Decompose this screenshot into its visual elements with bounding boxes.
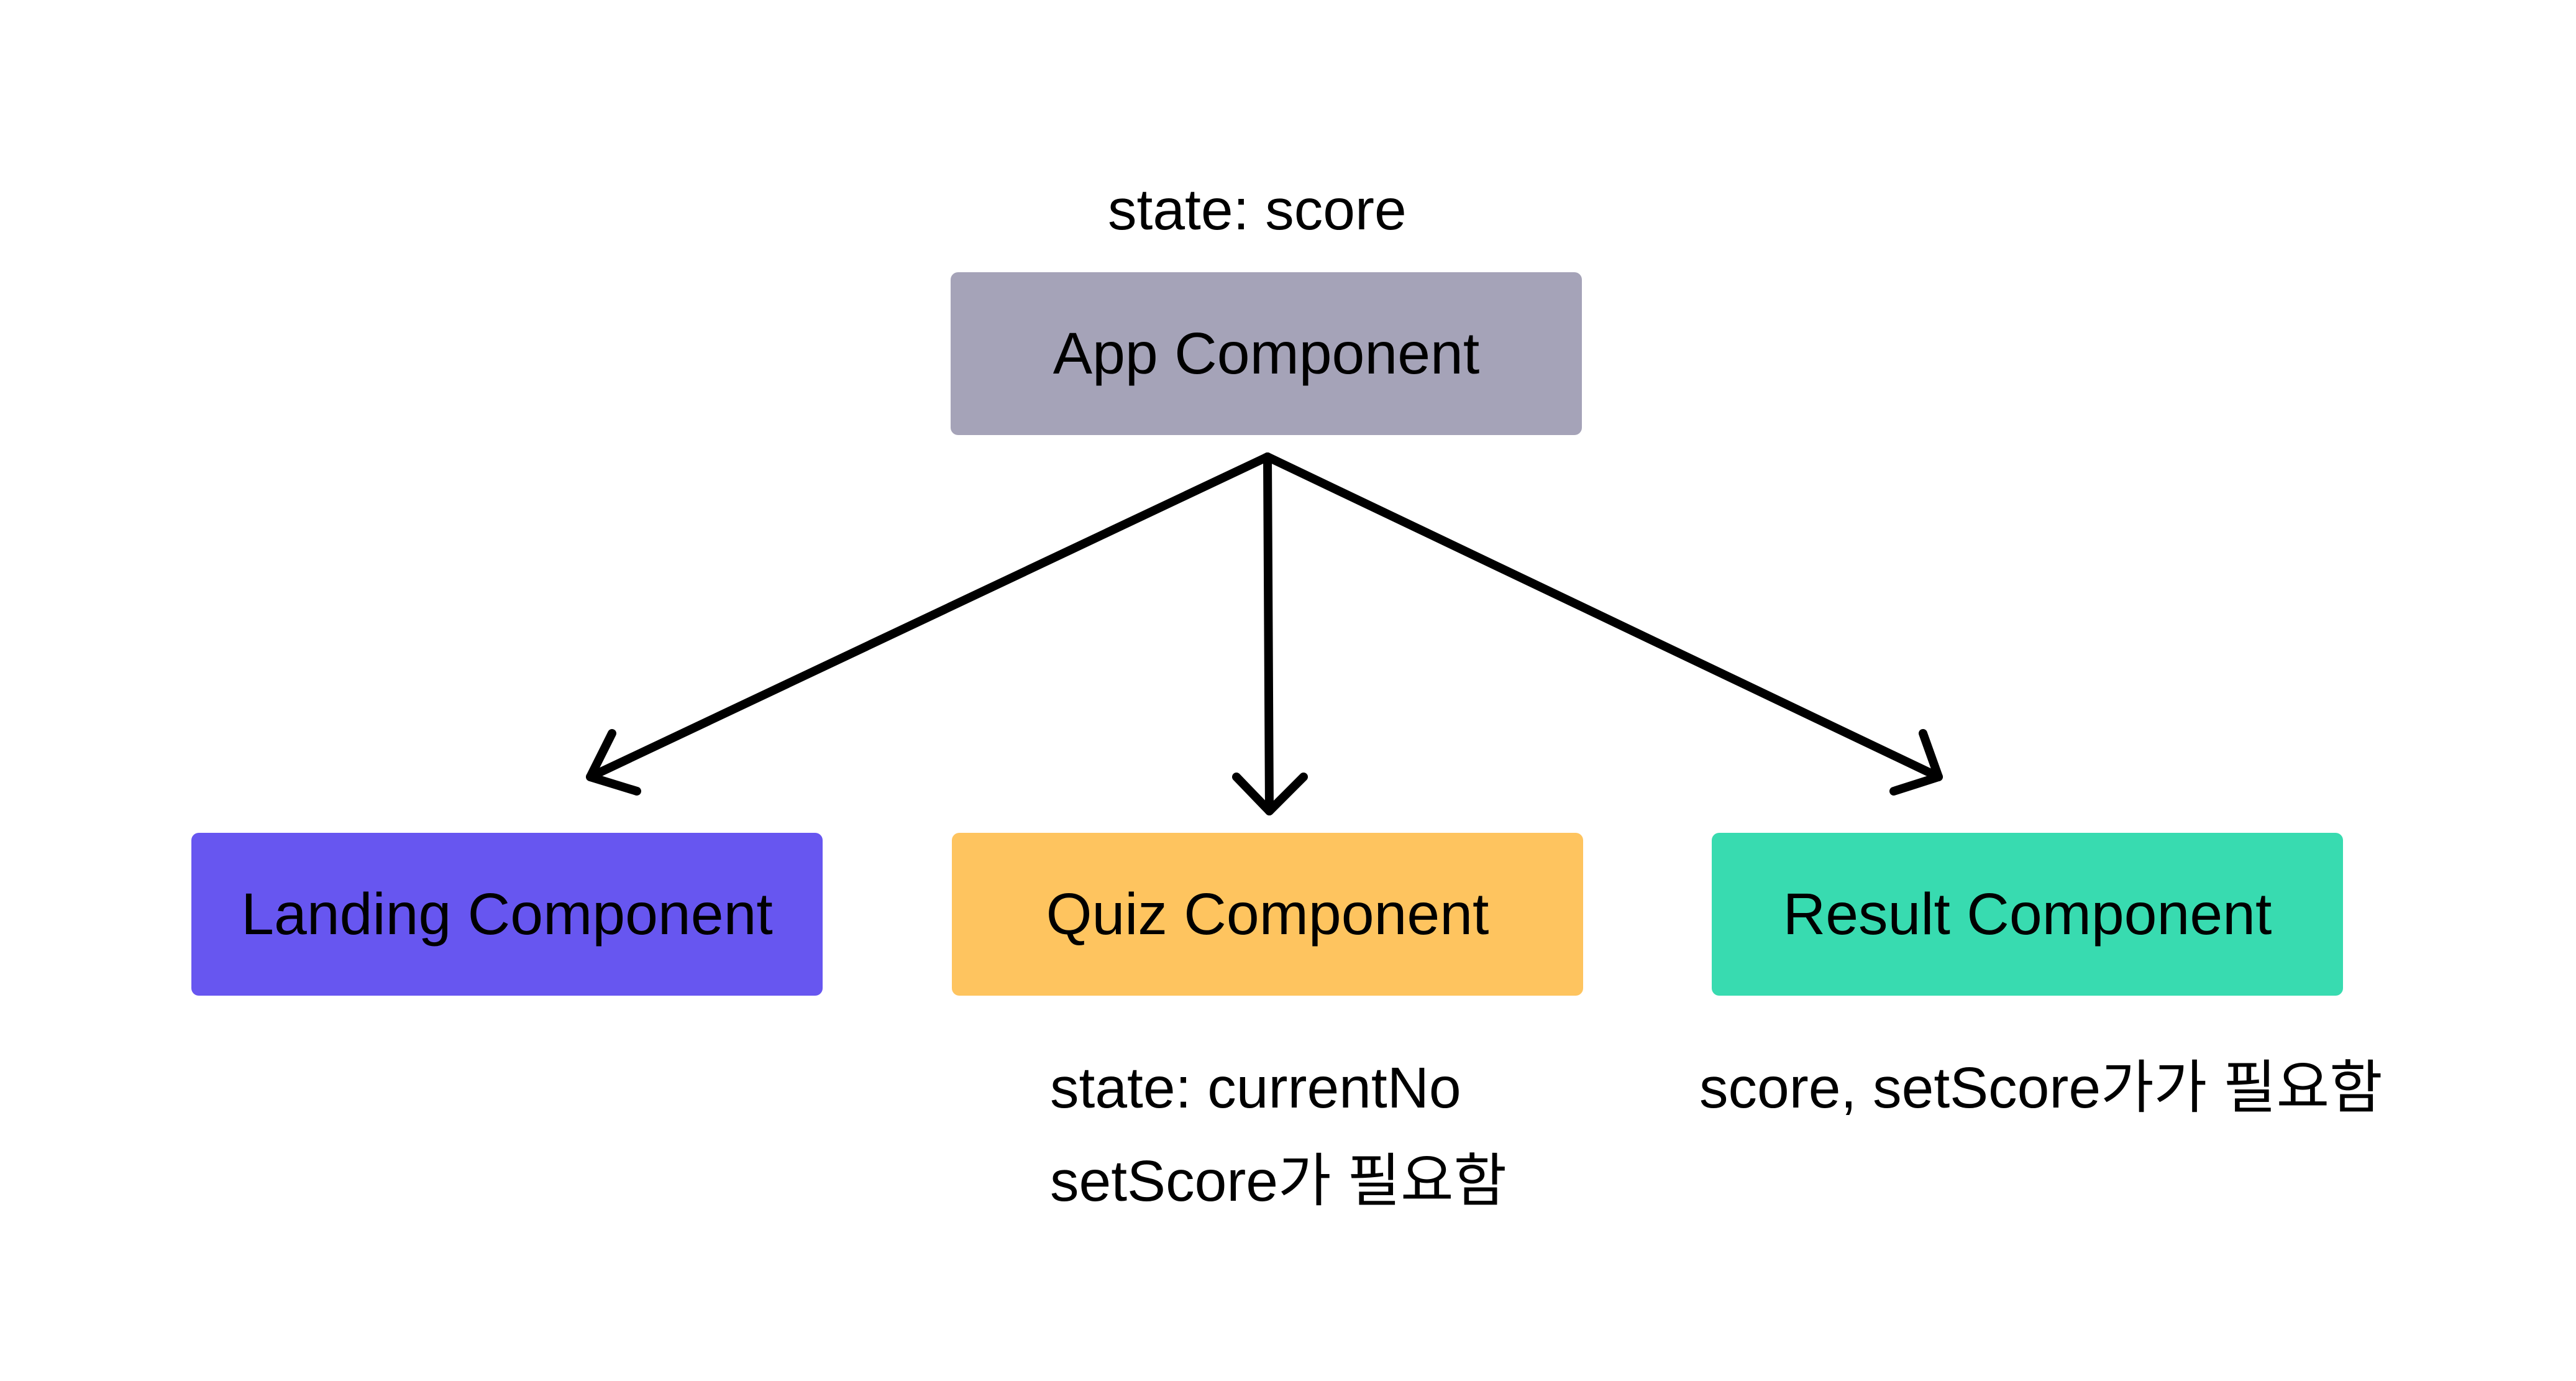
edge-app-to-landing [586,452,1272,796]
edge-app-to-result [1263,452,1943,796]
result-component-node: Result Component [1712,833,2343,996]
landing-component-node: Landing Component [191,833,823,996]
result-needs-note: score, setScore가가 필요함 [1699,1055,2383,1120]
edge-app-to-quiz [1232,452,1308,815]
quiz-component-node: Quiz Component [952,833,1583,996]
quiz-notes: state: currentNo setScore가 필요함 [1050,1041,1507,1227]
app-state-note: state: score [1108,177,1407,242]
arrowhead-icon [1232,773,1308,815]
arrowhead-icon [586,729,641,796]
app-component-node: App Component [951,272,1582,435]
quiz-state-note: state: currentNo [1050,1055,1461,1120]
quiz-needs-note: setScore가 필요함 [1050,1149,1507,1213]
arrowhead-icon [1889,729,1943,796]
